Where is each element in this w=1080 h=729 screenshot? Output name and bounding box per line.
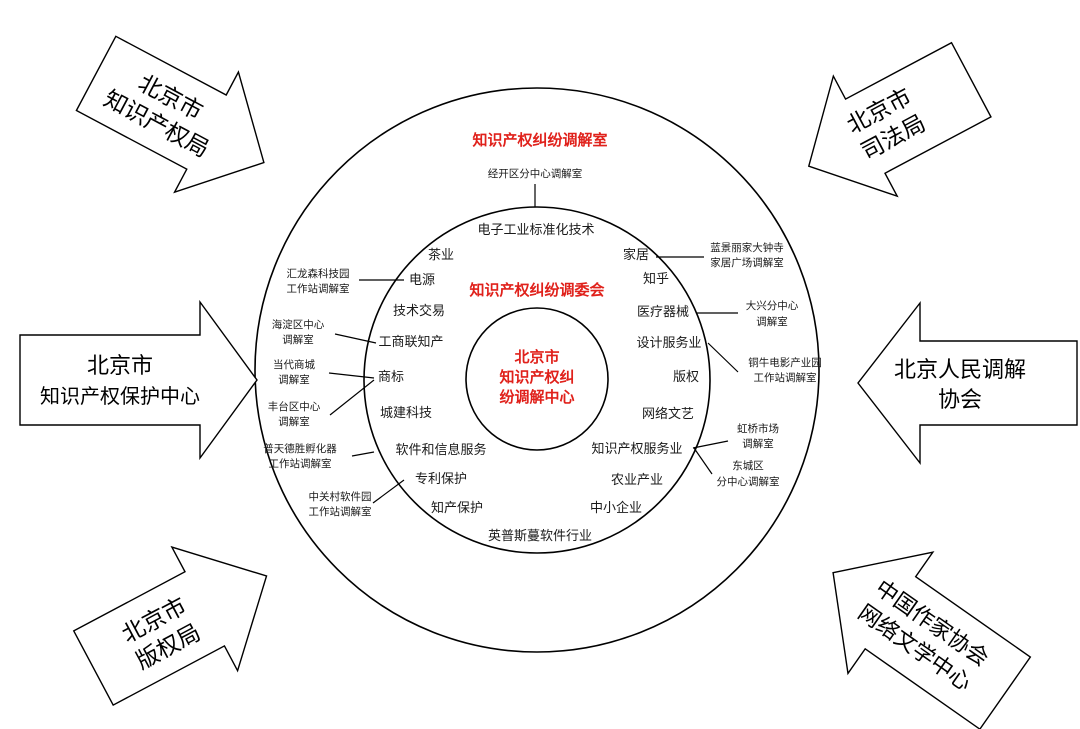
room-dangdai: 当代商城 调解室 bbox=[273, 358, 315, 386]
svg-text:工作站调解室: 工作站调解室 bbox=[309, 505, 372, 518]
arrow-shape bbox=[19, 299, 258, 461]
room-fengtai: 丰台区中心 调解室 bbox=[268, 400, 321, 428]
arrow-mid-left: 北京市 知识产权保护中心 bbox=[19, 299, 258, 461]
sector-label: 商标 bbox=[378, 370, 404, 385]
arrow-label: 北京市 bbox=[87, 354, 153, 379]
svg-text:当代商城: 当代商城 bbox=[273, 358, 315, 371]
center-label: 北京市 知识产权纠 纷调解中心 bbox=[499, 348, 574, 406]
arrow-bottom-right bbox=[832, 551, 1032, 729]
arrow-bottom-left: 北京市 版权局 bbox=[72, 545, 268, 707]
committee-title: 知识产权纠纷调委会 bbox=[469, 281, 604, 299]
room-jingkai: 经开区分中心调解室 bbox=[488, 167, 583, 180]
svg-text:虹桥市场: 虹桥市场 bbox=[737, 422, 779, 435]
svg-text:调解室: 调解室 bbox=[756, 315, 788, 328]
sector-label: 网络文艺 bbox=[642, 406, 694, 422]
sector-label: 知产保护 bbox=[431, 500, 483, 516]
svg-text:海淀区中心: 海淀区中心 bbox=[272, 318, 325, 331]
sector-label: 中小企业 bbox=[590, 500, 642, 516]
svg-text:东城区: 东城区 bbox=[732, 459, 764, 472]
sector-label: 知识产权服务业 bbox=[591, 441, 682, 457]
sector-label: 专利保护 bbox=[415, 472, 467, 487]
arrow-shape bbox=[857, 300, 1078, 466]
middle-ring bbox=[363, 206, 711, 554]
svg-text:工作站调解室: 工作站调解室 bbox=[754, 371, 817, 384]
leader-hongqiao bbox=[692, 440, 729, 449]
svg-text:大兴分中心: 大兴分中心 bbox=[746, 299, 799, 312]
inner-ring bbox=[465, 307, 609, 451]
center-line-3: 纷调解中心 bbox=[499, 388, 574, 406]
sector-labels: 电子工业标准化技术 家居 知乎 医疗器械 设计服务业 版权 网络文艺 知识产权服… bbox=[378, 223, 702, 544]
svg-text:中关村软件园: 中关村软件园 bbox=[309, 490, 372, 503]
room-hongqiao: 虹桥市场 调解室 bbox=[737, 422, 779, 450]
room-putiande: 普天德胜孵化器 工作站调解室 bbox=[263, 442, 337, 470]
room-haidian: 海淀区中心 调解室 bbox=[272, 318, 325, 346]
sector-label: 电子工业标准化技术 bbox=[477, 223, 594, 238]
sector-label: 设计服务业 bbox=[636, 335, 701, 351]
sector-label: 版权 bbox=[673, 369, 699, 385]
sector-label: 技术交易 bbox=[393, 303, 445, 319]
leader-dongcheng bbox=[693, 447, 713, 475]
sector-label: 英普斯蔓软件行业 bbox=[488, 529, 592, 544]
svg-text:工作站调解室: 工作站调解室 bbox=[269, 457, 332, 470]
room-dongcheng: 东城区 分中心调解室 bbox=[717, 459, 780, 488]
arrow-shape bbox=[75, 35, 265, 194]
leader-putiande bbox=[351, 451, 375, 457]
room-title: 知识产权纠纷调解室 bbox=[472, 131, 607, 149]
svg-text:丰台区中心: 丰台区中心 bbox=[268, 400, 321, 413]
arrow-label: 北京人民调解 bbox=[894, 358, 1026, 383]
sector-label: 农业产业 bbox=[611, 473, 663, 488]
room-tongniu: 铜牛电影产业园 工作站调解室 bbox=[748, 356, 822, 384]
leader-haidian bbox=[334, 333, 377, 344]
svg-text:工作站调解室: 工作站调解室 bbox=[287, 282, 350, 295]
arrow-mid-right: 北京人民调解 协会 bbox=[857, 300, 1078, 466]
sector-label: 家居 bbox=[623, 247, 649, 263]
svg-text:调解室: 调解室 bbox=[278, 415, 310, 428]
sector-label: 软件和信息服务 bbox=[395, 442, 486, 458]
sector-label: 知乎 bbox=[643, 271, 669, 287]
room-lanjing: 蓝景丽家大钟寺 家居广场调解室 bbox=[710, 241, 784, 269]
svg-text:调解室: 调解室 bbox=[282, 333, 314, 346]
svg-text:汇龙森科技园: 汇龙森科技园 bbox=[287, 267, 350, 280]
sector-label: 城建科技 bbox=[380, 406, 432, 421]
svg-text:家居广场调解室: 家居广场调解室 bbox=[710, 256, 784, 269]
room-zhongguancun: 中关村软件园 工作站调解室 bbox=[309, 490, 372, 518]
leader-zhongguancun bbox=[372, 479, 405, 504]
arrow-top-left: 北京市 知识产权局 bbox=[75, 35, 265, 194]
leader-tongniu bbox=[707, 342, 739, 373]
sector-label: 茶业 bbox=[428, 247, 454, 263]
sector-label: 工商联知产 bbox=[378, 334, 443, 350]
arrow-top-right bbox=[807, 41, 992, 198]
center-line-2: 知识产权纠 bbox=[499, 368, 574, 386]
arrow-label: 知识产权保护中心 bbox=[40, 384, 200, 408]
arrow-shape bbox=[72, 545, 268, 707]
leader-fengtai bbox=[329, 379, 375, 416]
svg-text:普天德胜孵化器: 普天德胜孵化器 bbox=[263, 442, 337, 455]
sector-label: 电源 bbox=[409, 273, 435, 288]
svg-text:铜牛电影产业园: 铜牛电影产业园 bbox=[748, 356, 822, 369]
svg-text:调解室: 调解室 bbox=[742, 437, 774, 450]
arrow-shape bbox=[807, 41, 992, 198]
room-daxing: 大兴分中心 调解室 bbox=[746, 299, 799, 328]
svg-text:分中心调解室: 分中心调解室 bbox=[717, 475, 780, 488]
center-line-1: 北京市 bbox=[514, 348, 559, 366]
arrow-label: 协会 bbox=[938, 388, 982, 413]
sector-label: 医疗器械 bbox=[637, 305, 689, 320]
outer-ring bbox=[254, 87, 820, 653]
leader-dangdai bbox=[328, 372, 375, 379]
room-huilongsen: 汇龙森科技园 工作站调解室 bbox=[287, 267, 350, 295]
arrow-shape bbox=[832, 551, 1032, 729]
svg-text:调解室: 调解室 bbox=[278, 373, 310, 386]
svg-text:蓝景丽家大钟寺: 蓝景丽家大钟寺 bbox=[710, 241, 784, 254]
